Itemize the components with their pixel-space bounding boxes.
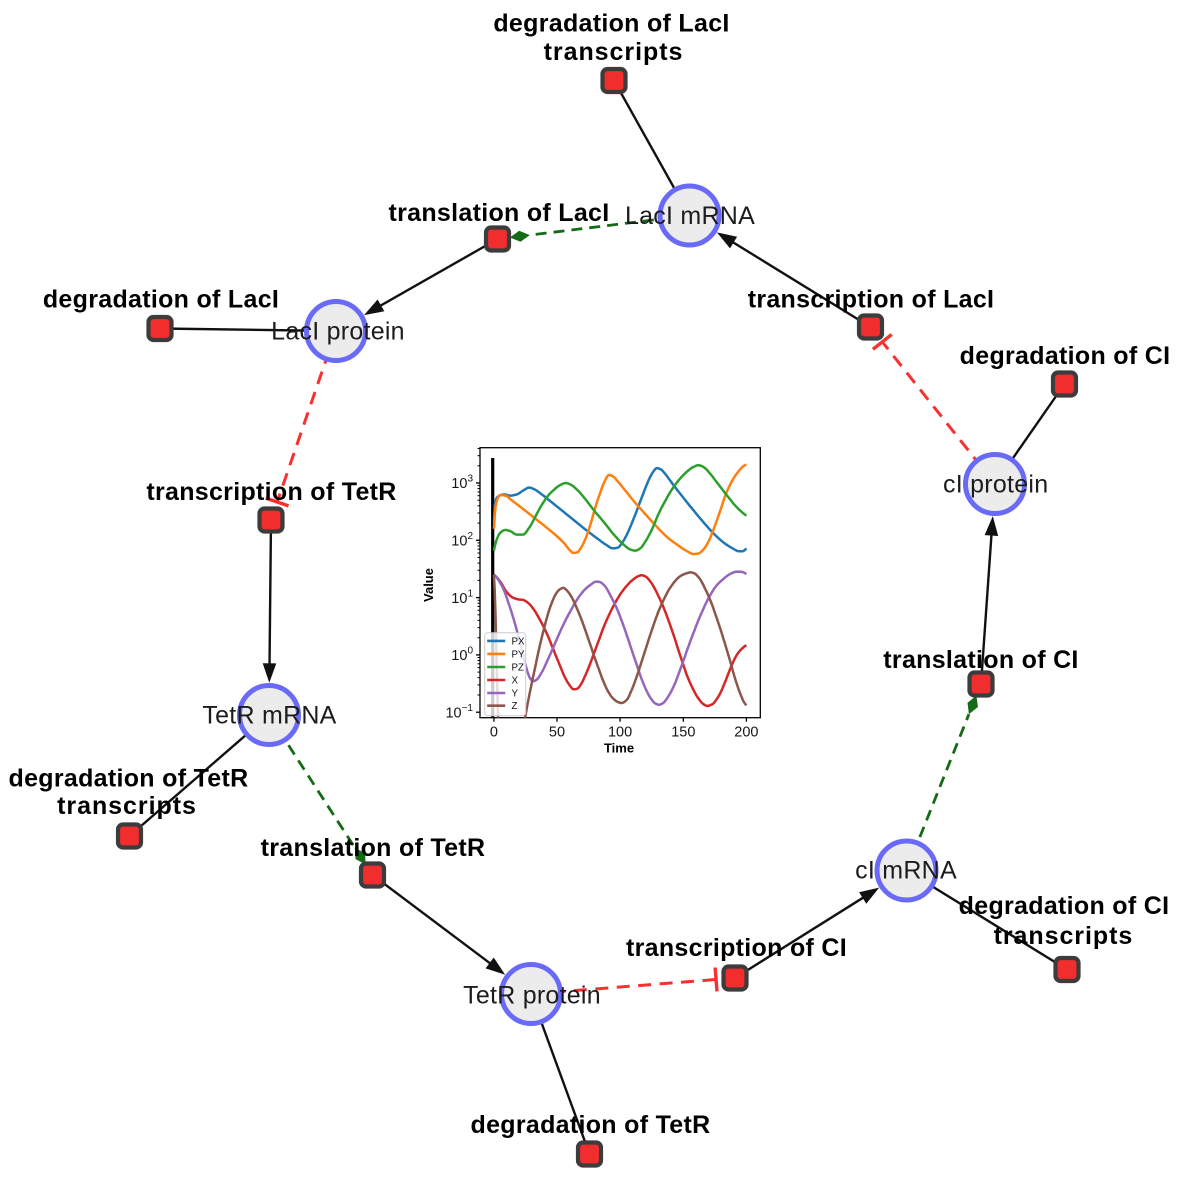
svg-text:transcripts: transcripts (544, 38, 684, 66)
svg-text:transcription of LacI: transcription of LacI (748, 286, 995, 314)
svg-text:X: X (512, 676, 519, 687)
svg-text:degradation of LacI: degradation of LacI (493, 10, 729, 38)
svg-text:Z: Z (512, 701, 518, 712)
svg-text:Time: Time (604, 741, 634, 756)
svg-text:transcription of CI: transcription of CI (626, 934, 847, 962)
svg-text:50: 50 (549, 725, 565, 741)
svg-text:TetR protein: TetR protein (463, 982, 601, 1010)
svg-text:transcription of TetR: transcription of TetR (146, 478, 396, 506)
svg-text:LacI mRNA: LacI mRNA (625, 202, 755, 230)
svg-text:cI mRNA: cI mRNA (855, 857, 957, 885)
svg-text:cI protein: cI protein (943, 471, 1048, 499)
svg-text:0: 0 (490, 725, 498, 741)
svg-text:PY: PY (512, 649, 526, 660)
svg-text:translation of CI: translation of CI (883, 646, 1078, 674)
svg-text:degradation of TetR: degradation of TetR (471, 1111, 711, 1139)
svg-text:degradation of TetR: degradation of TetR (9, 765, 249, 793)
svg-text:transcripts: transcripts (57, 792, 197, 820)
svg-text:Value: Value (421, 568, 436, 602)
svg-text:100: 100 (608, 725, 632, 741)
svg-text:PZ: PZ (512, 663, 525, 674)
svg-text:degradation of LacI: degradation of LacI (43, 286, 279, 314)
svg-text:PX: PX (512, 636, 526, 647)
svg-text:translation of LacI: translation of LacI (388, 199, 609, 227)
svg-text:Y: Y (512, 689, 519, 700)
svg-text:degradation of CI: degradation of CI (960, 342, 1171, 370)
svg-text:TetR mRNA: TetR mRNA (202, 702, 336, 730)
svg-text:LacI protein: LacI protein (271, 318, 405, 346)
svg-text:translation of TetR: translation of TetR (261, 834, 486, 862)
svg-text:200: 200 (734, 725, 758, 741)
svg-text:150: 150 (671, 725, 695, 741)
svg-text:transcripts: transcripts (994, 922, 1134, 950)
svg-text:degradation of CI: degradation of CI (959, 892, 1170, 920)
